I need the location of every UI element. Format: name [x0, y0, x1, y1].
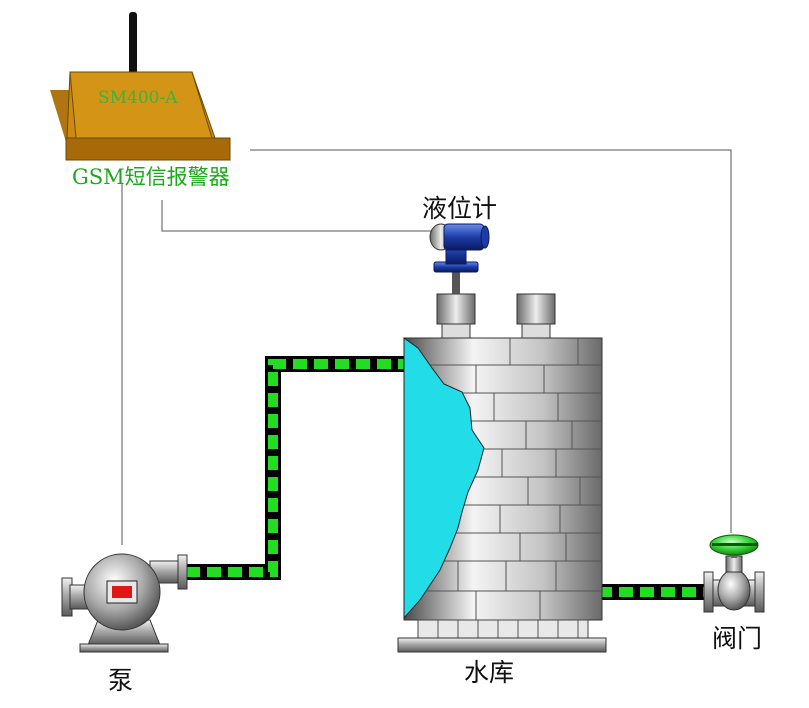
- valve: [703, 534, 765, 613]
- antenna-icon: [129, 12, 137, 76]
- pipe-pump-to-tank: [186, 356, 404, 580]
- device-caption: GSM短信报警器: [72, 165, 230, 189]
- wire-to-level-meter: [161, 200, 432, 232]
- water-tank: [397, 293, 607, 653]
- device-model-label: SM400-A: [98, 88, 178, 108]
- pump: [61, 553, 188, 653]
- valve-caption: 阀门: [712, 624, 763, 653]
- gsm-alarm-device: [50, 12, 231, 161]
- level-meter: [429, 223, 490, 294]
- signal-wires: [121, 149, 732, 545]
- pump-caption: 泵: [108, 666, 134, 695]
- water-level: [403, 337, 485, 620]
- tank-caption: 水库: [464, 658, 515, 687]
- pipes: [186, 356, 708, 600]
- wire-to-valve: [250, 149, 732, 533]
- level-meter-caption: 液位计: [422, 194, 498, 223]
